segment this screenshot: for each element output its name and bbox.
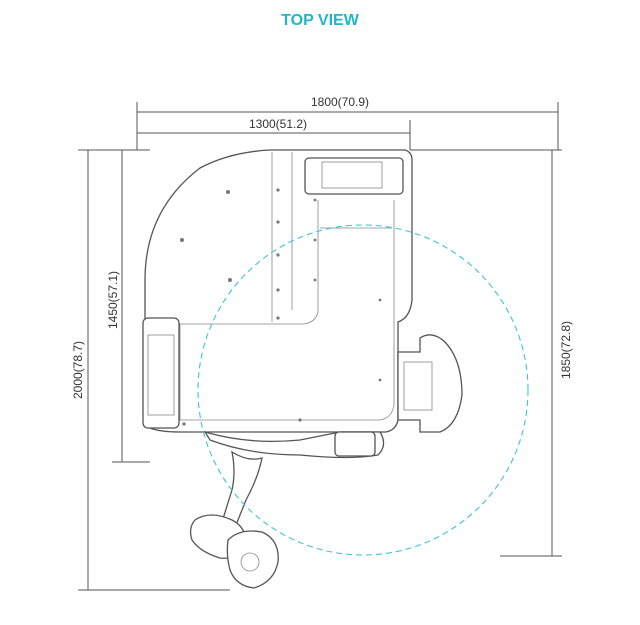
inner-width-label: 1300(51.2) (249, 117, 307, 131)
diagram-title: TOP VIEW (281, 12, 359, 29)
dimension-inner-depth: 1450(57.1) (106, 150, 150, 463)
reach-circle (197, 224, 529, 556)
machine-outline (142, 149, 463, 589)
dimension-overall-depth: 2000(78.7) (71, 149, 230, 591)
dimension-inner-width: 1300(51.2) (137, 117, 411, 150)
overall-depth-label: 2000(78.7) (71, 341, 85, 399)
inner-depth-label: 1450(57.1) (106, 271, 120, 329)
dimension-overall-width: 1800(70.9) (136, 95, 559, 150)
dimension-right-depth: 1850(72.8) (410, 149, 573, 557)
overall-width-label: 1800(70.9) (311, 95, 369, 109)
right-depth-label: 1850(72.8) (559, 321, 573, 379)
